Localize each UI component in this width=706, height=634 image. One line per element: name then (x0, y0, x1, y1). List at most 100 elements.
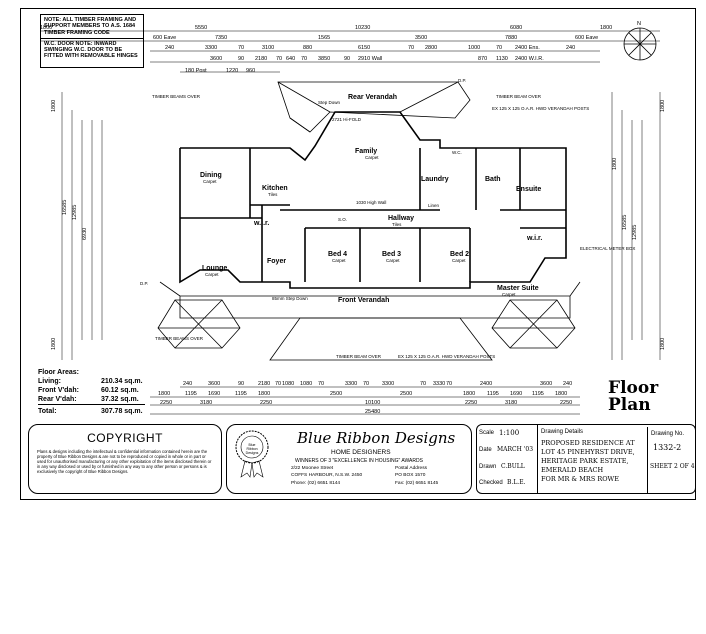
label-bed2-floor: Carpet (452, 258, 466, 263)
label-wir-2: w.i.r. (526, 235, 542, 242)
label-lounge-floor: Carpet (205, 272, 219, 277)
dim-bot-1-10: 3300 (382, 381, 394, 387)
company-phone: Phone: (02) 6651 8144 (291, 481, 341, 486)
dim-bot-1-1: 3600 (208, 381, 220, 387)
dim-bot-3-5: 3180 (505, 400, 517, 406)
dim-top-1-3: 6080 (510, 25, 522, 31)
drawing-no-column: Drawing No. 1332-2 SHEET 2 OF 4 (649, 427, 695, 493)
dim-bot-1-2: 90 (238, 381, 244, 387)
dim-top-1-4: 1800 (600, 25, 612, 31)
dim-top-3-2: 70 (238, 45, 244, 51)
company-city: COFFS HARBOUR, N.S.W. 2450 (291, 473, 363, 478)
dim-top-4-6: 3850 (318, 56, 330, 62)
svg-text:16585: 16585 (622, 215, 628, 230)
dim-bot-3-6: 2250 (560, 400, 572, 406)
area-total-label: Total: (38, 408, 57, 415)
area-total-value: 307.78 sq.m. (100, 408, 143, 415)
label-bed4: Bed 4 (328, 251, 347, 258)
dim-bot-1-8: 3300 (345, 381, 357, 387)
dim-top-2-3: 3500 (415, 35, 427, 41)
dim-top-3-8: 1000 (468, 45, 480, 51)
company-panel: Blue Ribbon Designs Blue Ribbon Designs … (226, 424, 472, 494)
area-row: Rear V'dah: 37.32 sq.m. (38, 395, 145, 405)
svg-text:12985: 12985 (632, 225, 638, 240)
date-value: MARCH '03 (497, 446, 534, 453)
dim-bot-2-1: 1195 (185, 391, 197, 397)
details-heading: Drawing Details (541, 429, 584, 435)
details-line: LOT 45 PINEHYRST DRIVE, (541, 448, 635, 456)
dim-top-2-4: 7880 (505, 35, 517, 41)
dim-bot-1-12: 3330 (433, 381, 445, 387)
dim-top-3-0: 240 (165, 45, 174, 51)
dim-bot-total: 25480 (365, 409, 380, 415)
label-wc: W.C. (452, 150, 462, 155)
dim-bot-1-11: 70 (420, 381, 426, 387)
label-lounge: Lounge (202, 265, 227, 272)
plan-title: Floor Plan (608, 380, 658, 414)
area-row: Front V'dah: 60.12 sq.m. (38, 386, 145, 395)
dim-top-2-0: 600 Eave (153, 35, 176, 41)
company-street: 2/22 Moonee Street (291, 466, 334, 471)
area-label: Front V'dah: (38, 387, 79, 394)
dim-bot-2-5: 2500 (330, 391, 342, 397)
dim-top-3-9: 70 (496, 45, 502, 51)
checked-label: Checked (479, 480, 503, 486)
area-value: 60.12 sq.m. (100, 387, 139, 394)
dim-bot-2-8: 1195 (487, 391, 499, 397)
company-subtitle: HOME DESIGNERS (331, 449, 391, 456)
label-bed2: Bed 2 (450, 251, 469, 258)
dim-bot-3-0: 2250 (160, 400, 172, 406)
dim-bot-2-3: 1195 (235, 391, 247, 397)
dim-bot-1-3: 2180 (258, 381, 270, 387)
label-dining-floor: Carpet (203, 179, 217, 184)
dim-bot-1-9: 70 (363, 381, 369, 387)
dim-bot-2-11: 1800 (555, 391, 567, 397)
dim-bot-2-10: 1195 (532, 391, 544, 397)
area-total-row: Total: 307.78 sq.m. (38, 407, 145, 416)
dim-bot-1-5: 1080 (282, 381, 294, 387)
label-bed3-floor: Carpet (386, 258, 400, 263)
dim-top-3-10: 2400 Ens. (515, 45, 540, 51)
dim-top-1-2: 10230 (355, 25, 370, 31)
label-family: Family (355, 148, 377, 155)
svg-text:16585: 16585 (62, 200, 68, 215)
compass-icon (623, 27, 657, 61)
label-dp-top: D.P. (458, 78, 466, 83)
svg-text:1800: 1800 (660, 338, 666, 350)
dim-top-2-1: 7350 (215, 35, 227, 41)
label-wir-1: w.i.r. (253, 220, 269, 227)
svg-text:1800: 1800 (660, 100, 666, 112)
floor-areas: Floor Areas: Living: 210.34 sq.m. Front … (38, 368, 145, 416)
plan-title-line2: Plan (608, 395, 651, 415)
svg-text:Designs: Designs (246, 451, 259, 455)
area-row: Living: 210.34 sq.m. (38, 377, 145, 386)
dim-top-3-4: 880 (303, 45, 312, 51)
dim-top-4-9: 870 (478, 56, 487, 62)
dim-top-4-0: 3600 (210, 56, 222, 62)
annot-timber-beams-over-front: TIMBER BEAMS OVER (155, 336, 204, 341)
company-name: Blue Ribbon Designs (297, 429, 456, 447)
dim-bot-1-16: 240 (563, 381, 572, 387)
scale-label: Scale (479, 430, 495, 436)
area-label: Rear V'dah: (38, 396, 77, 403)
drawing-no-label: Drawing No. (651, 431, 685, 437)
label-ensuite: Ensuite (516, 186, 541, 193)
dim-top-4-11: 2400 W.I.R. (515, 56, 544, 62)
company-awards: WINNERS OF 3 "EXCELLENCE IN HOUSING" AWA… (295, 458, 423, 464)
details-line: EMERALD BEACH (541, 466, 604, 474)
label-electrical: ELECTRICAL METER BOX (580, 246, 635, 251)
dim-bot-2-9: 1690 (510, 391, 522, 397)
label-bath: Bath (485, 176, 501, 183)
label-bed3: Bed 3 (382, 251, 401, 258)
checked-value: B.L.E. (507, 479, 526, 486)
drawing-no-value: 1332-2 (653, 443, 682, 452)
scale-value: 1:100 (499, 429, 520, 437)
label-step-down: Step Down (318, 100, 341, 105)
meta-column: Scale 1:100 Date MARCH '03 Drawn C.BULL … (477, 425, 538, 493)
dim-bot-3-3: 10100 (365, 400, 380, 406)
label-kitchen: Kitchen (262, 185, 288, 192)
annot-oar-rear: EX 125 X 125 O.A.R. HWD VERANDAH POSTS (492, 106, 589, 111)
dim-bot-1-13: 70 (446, 381, 452, 387)
drawn-value: C.BULL (501, 463, 525, 470)
